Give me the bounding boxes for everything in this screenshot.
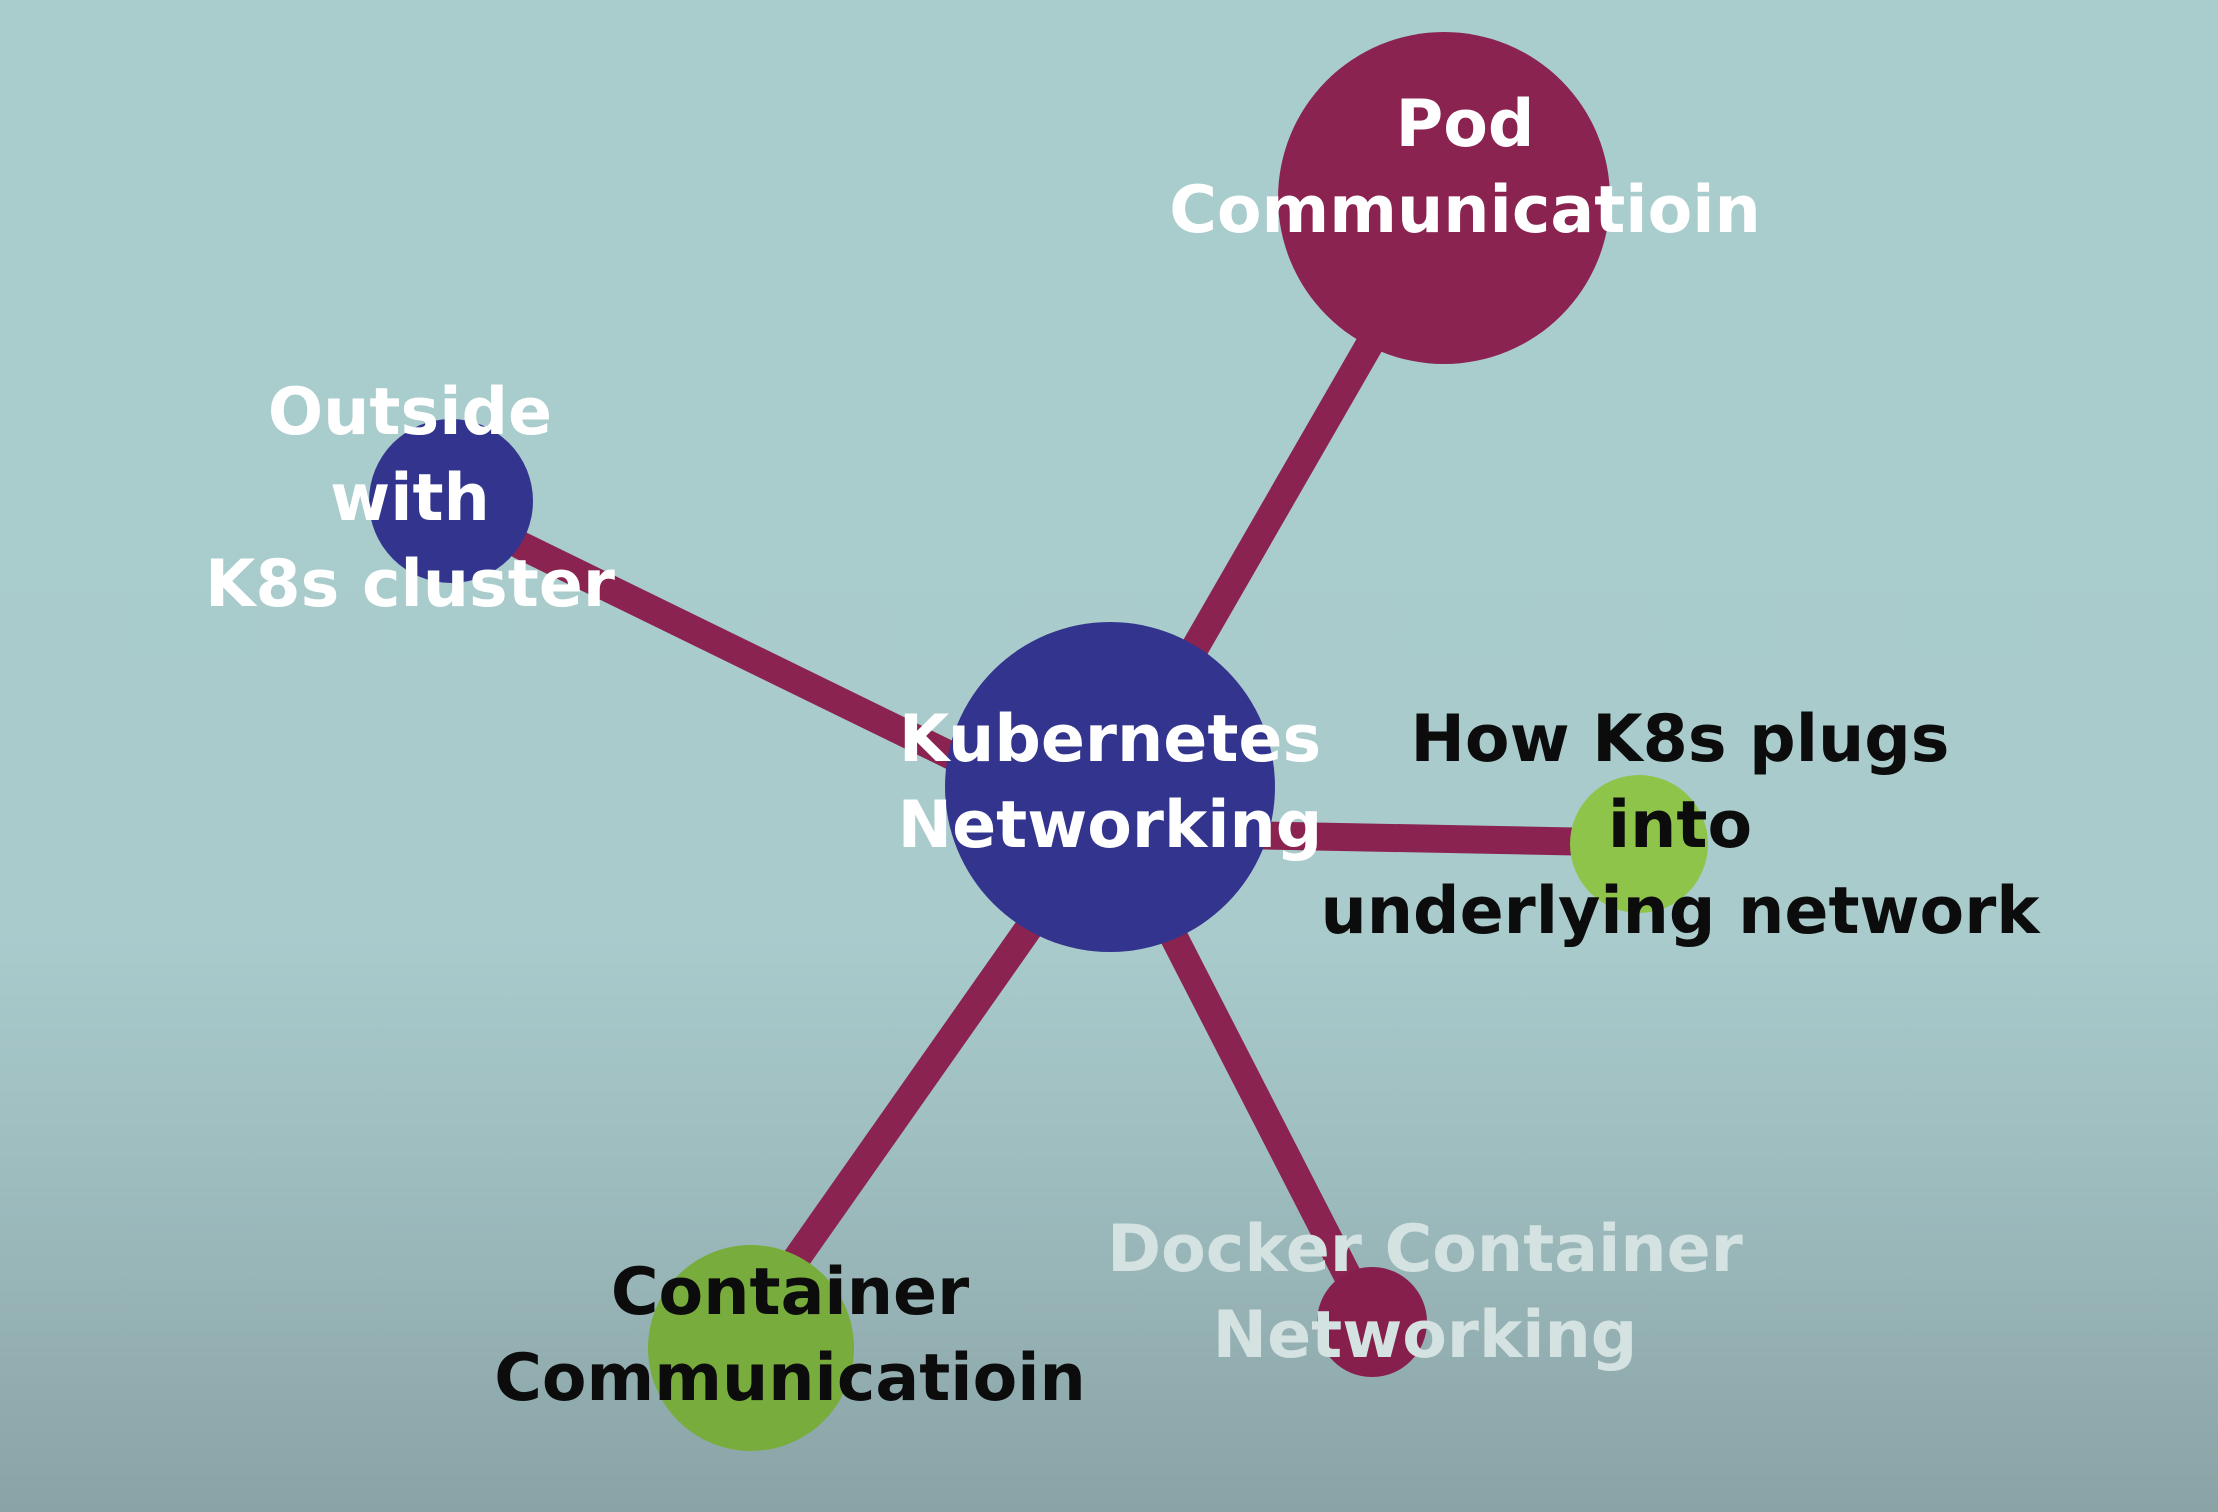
node-center-label: Kubernetes Networking bbox=[810, 697, 1410, 869]
edge-center-outside bbox=[506, 531, 974, 774]
node-outside-circle bbox=[369, 419, 533, 583]
edge-center-pod bbox=[1171, 321, 1389, 679]
node-docker-label-line-2: Networking bbox=[1212, 1298, 1638, 1373]
edge-center-container bbox=[771, 891, 1059, 1289]
node-container-label-line-1: Container bbox=[610, 1255, 970, 1330]
node-pod-label-line-1: Pod bbox=[1395, 87, 1535, 162]
node-docker-label-line-1: Docker Container bbox=[1107, 1212, 1743, 1287]
node-container-label: Container Communicatioin bbox=[440, 1250, 1140, 1422]
node-plugs-label: How K8s plugs into underlying network bbox=[1300, 697, 2060, 955]
node-outside-label: Outside with K8s cluster bbox=[160, 370, 660, 628]
edge-center-docker bbox=[1146, 896, 1374, 1314]
node-plugs-circle bbox=[1570, 775, 1708, 913]
node-plugs-label-line-1: How K8s plugs bbox=[1410, 702, 1950, 777]
node-outside-label-line-2: with bbox=[330, 461, 490, 536]
node-center-circle bbox=[945, 622, 1275, 952]
node-pod-label: Pod Communicatioin bbox=[1085, 82, 1845, 254]
node-container-circle bbox=[648, 1245, 854, 1451]
node-pod-circle bbox=[1278, 32, 1610, 364]
node-plugs-label-line-3: underlying network bbox=[1320, 874, 2040, 949]
node-outside-label-line-3: K8s cluster bbox=[205, 547, 615, 622]
node-container-label-line-2: Communicatioin bbox=[494, 1341, 1086, 1416]
node-docker-label: Docker Container Networking bbox=[1085, 1207, 1765, 1379]
node-center-label-line-1: Kubernetes bbox=[898, 702, 1322, 777]
node-center-label-line-2: Networking bbox=[897, 788, 1323, 863]
node-plugs-label-line-2: into bbox=[1607, 788, 1753, 863]
node-docker-circle bbox=[1317, 1267, 1427, 1377]
node-outside-label-line-1: Outside bbox=[267, 375, 553, 450]
edge-center-plugs bbox=[1226, 821, 1614, 856]
node-pod-label-line-2: Communicatioin bbox=[1169, 173, 1761, 248]
